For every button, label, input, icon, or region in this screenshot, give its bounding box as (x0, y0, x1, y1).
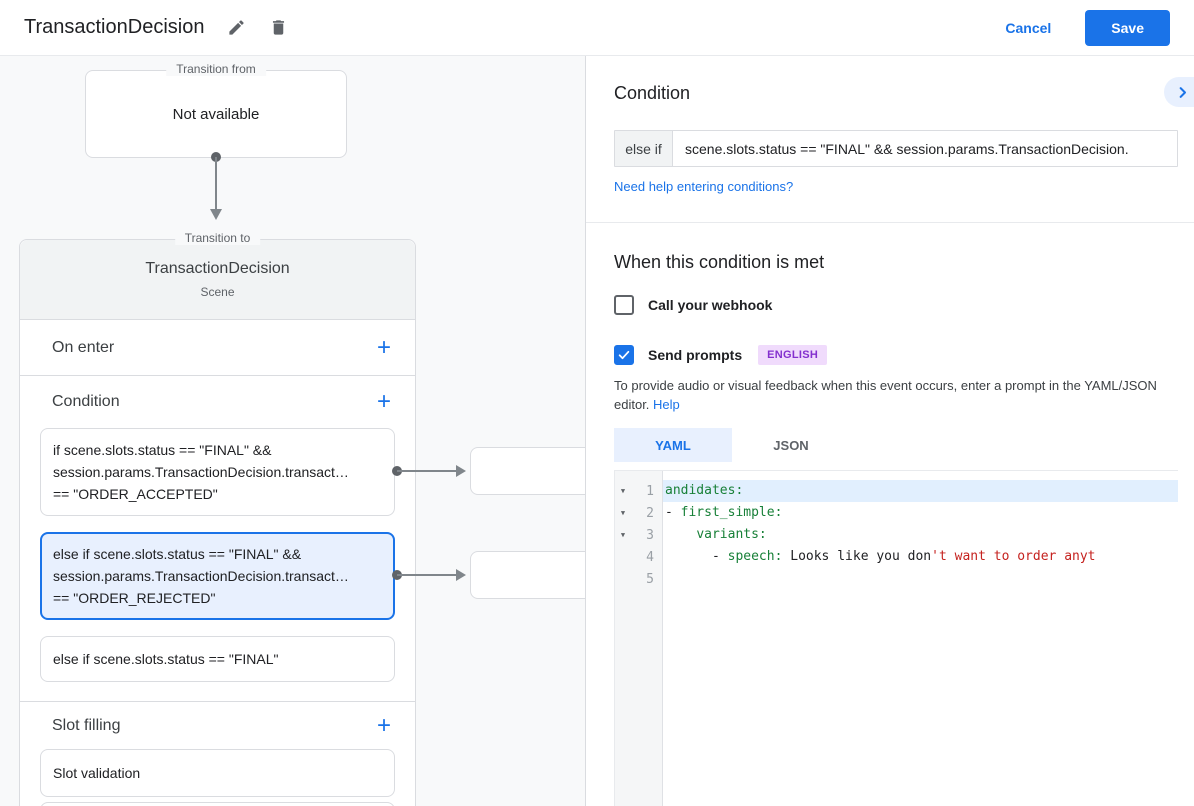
slot-validation-card[interactable]: Slot validation (40, 749, 395, 797)
condition-prefix-label: else if (615, 131, 673, 166)
condition-card-accepted[interactable]: if scene.slots.status == "FINAL" && sess… (40, 428, 395, 516)
scene-diagram-canvas: Transition from Not available Transition… (0, 55, 585, 806)
tab-yaml[interactable]: YAML (614, 428, 732, 462)
top-bar: TransactionDecision Cancel Save (0, 0, 1194, 56)
scene-card: Transition to TransactionDecision Scene … (19, 231, 416, 806)
call-webhook-label: Call your webhook (648, 297, 773, 313)
collapse-panel-button[interactable] (1164, 77, 1194, 107)
editor-gutter: ▼ 1 ▼ 2 ▼ 3 4 5 (615, 471, 663, 806)
editor-code-area[interactable]: andidates: - first_simple: variants: - s… (663, 471, 1178, 806)
line-number: 5 (646, 571, 654, 587)
line-number: 1 (646, 483, 654, 499)
fold-toggle-icon[interactable]: ▼ (620, 486, 626, 495)
panel-title: Condition (614, 83, 691, 103)
prompts-description: To provide audio or visual feedback when… (614, 378, 1157, 412)
condition-card-final[interactable]: else if scene.slots.status == "FINAL" (40, 636, 395, 682)
transition-target-box-2[interactable] (470, 551, 585, 599)
condition-label: Condition (52, 393, 120, 410)
cancel-button[interactable]: Cancel (1005, 19, 1052, 36)
code-line-1: andidates: (663, 480, 1178, 502)
slot-filling-label: Slot filling (52, 716, 121, 734)
send-prompts-checkbox[interactable] (614, 345, 634, 365)
language-badge: ENGLISH (758, 345, 828, 365)
transition-from-box: Transition from Not available (85, 62, 347, 158)
condition-expression-input[interactable]: scene.slots.status == "FINAL" && session… (685, 140, 1129, 157)
help-link[interactable]: Help (653, 397, 680, 412)
transition-from-legend: Transition from (166, 62, 266, 76)
edit-icon[interactable] (226, 18, 246, 38)
tab-json[interactable]: JSON (773, 437, 809, 453)
code-line-5 (663, 568, 1178, 590)
slot-filling-add-icon[interactable]: + (376, 711, 391, 739)
next-card-partial[interactable] (40, 802, 395, 806)
line-number: 4 (646, 549, 654, 565)
slot-filling-section: Slot filling + Slot validation (20, 702, 415, 806)
condition-detail-panel: Condition else if scene.slots.status == … (585, 55, 1194, 806)
fold-toggle-icon[interactable]: ▼ (620, 508, 626, 517)
on-enter-label: On enter (52, 338, 115, 356)
fold-toggle-icon[interactable]: ▼ (620, 530, 626, 539)
scene-name: TransactionDecision (145, 260, 290, 277)
transition-from-value: Not available (172, 105, 260, 123)
line-number: 3 (646, 527, 654, 543)
on-enter-add-icon[interactable]: + (376, 333, 391, 361)
scene-type-label: Scene (200, 285, 235, 299)
when-condition-met-title: When this condition is met (614, 252, 825, 272)
page-title: TransactionDecision (24, 16, 205, 38)
conditions-help-link[interactable]: Need help entering conditions? (614, 179, 794, 194)
code-line-2: - first_simple: (665, 505, 783, 520)
checkmark-icon (618, 350, 630, 360)
delete-icon[interactable] (268, 18, 288, 38)
send-prompts-label: Send prompts (648, 347, 743, 363)
code-line-3: variants: (696, 527, 767, 542)
editor-tabs: YAML JSON (614, 428, 850, 462)
save-button[interactable]: Save (1085, 9, 1170, 46)
panel-divider (586, 222, 1194, 223)
scene-card-header: TransactionDecision Scene (20, 240, 415, 320)
line-number: 2 (646, 505, 654, 521)
yaml-code-editor: ▼ 1 ▼ 2 ▼ 3 4 5 andidates: - first_simpl… (614, 470, 1178, 806)
transition-to-legend: Transition to (174, 231, 261, 245)
condition-section: Condition + if scene.slots.status == "FI… (20, 376, 415, 702)
chevron-right-icon (1179, 86, 1186, 98)
condition-card-rejected-selected[interactable]: else if scene.slots.status == "FINAL" &&… (40, 532, 395, 620)
call-webhook-checkbox[interactable] (614, 295, 634, 315)
on-enter-section: On enter + (20, 320, 415, 376)
condition-expression-row: else if scene.slots.status == "FINAL" &&… (614, 130, 1178, 167)
code-line-4: - speech: Looks like you don't want to o… (665, 549, 1096, 564)
transition-target-box-1[interactable] (470, 447, 585, 495)
condition-add-icon[interactable]: + (376, 388, 391, 415)
